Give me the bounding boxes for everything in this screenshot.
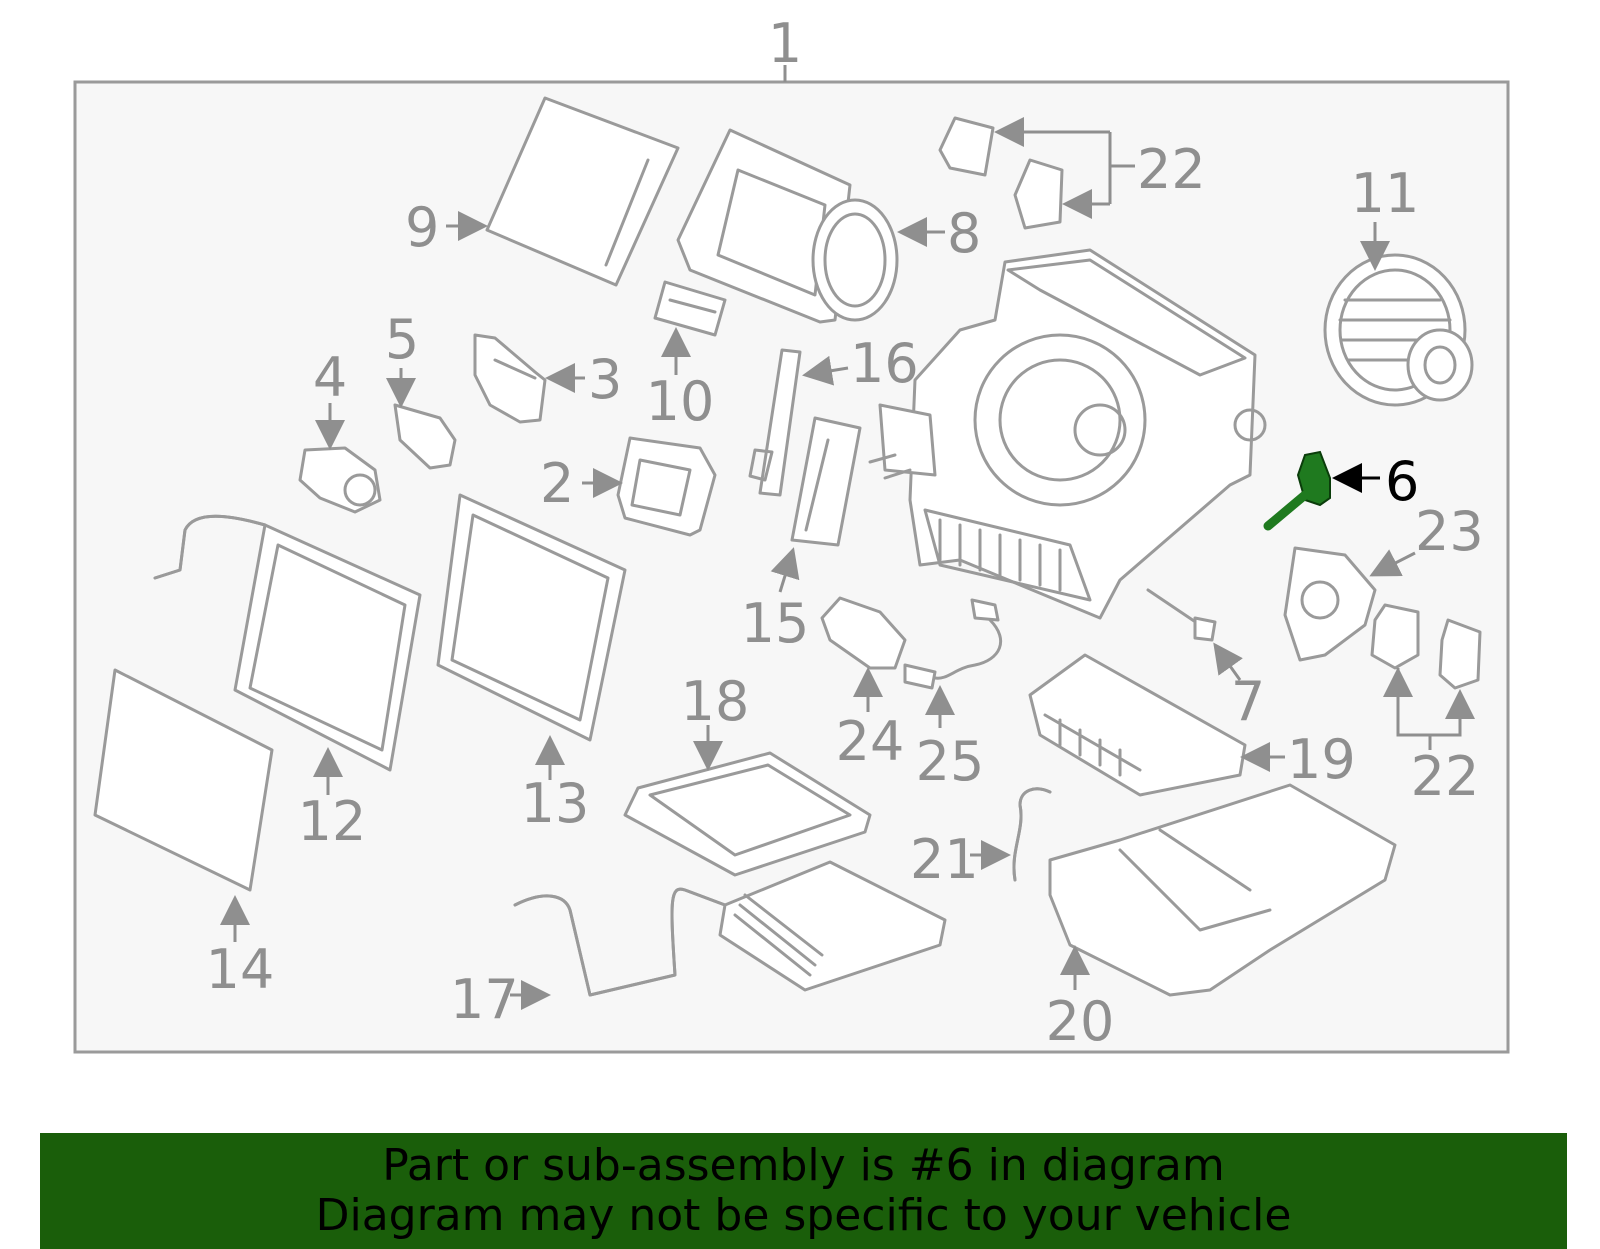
callout-22-bottom: 22 xyxy=(1411,745,1480,808)
callout-21: 21 xyxy=(910,828,979,891)
part-15-module xyxy=(790,416,862,547)
part-10-actuator xyxy=(653,280,727,337)
callout-13: 13 xyxy=(521,772,590,835)
callout-24: 24 xyxy=(836,710,905,773)
callout-16: 16 xyxy=(850,332,919,395)
callout-10: 10 xyxy=(646,370,715,433)
callout-2: 2 xyxy=(540,452,574,515)
part-7-temperature-sensor xyxy=(1146,588,1217,642)
part-5-gasket xyxy=(393,403,457,470)
callout-20: 20 xyxy=(1046,990,1115,1053)
banner-line-1: Part or sub-assembly is #6 in diagram xyxy=(382,1140,1225,1191)
callout-14: 14 xyxy=(206,938,275,1001)
part-12-evaporator xyxy=(153,514,422,772)
callout-3: 3 xyxy=(588,348,622,411)
callout-19: 19 xyxy=(1287,728,1356,791)
part-9-cabin-filter xyxy=(485,96,680,287)
banner-line-2: Diagram may not be specific to your vehi… xyxy=(315,1190,1292,1241)
callout-6: 6 xyxy=(1385,450,1419,513)
callout-17: 17 xyxy=(450,968,519,1031)
part-21-drain-hose xyxy=(1012,787,1052,882)
callout-8: 8 xyxy=(947,202,981,265)
callout-18: 18 xyxy=(681,670,750,733)
part-23-mode-actuator xyxy=(1283,546,1377,662)
part-4-expansion-valve xyxy=(298,446,382,514)
part-18-tray xyxy=(623,751,872,877)
callout-25: 25 xyxy=(916,730,985,793)
part-22-bottom-actuators xyxy=(1370,603,1482,690)
info-banner: Part or sub-assembly is #6 in diagram Di… xyxy=(40,1133,1567,1249)
part-11-blower-motor xyxy=(1323,253,1474,407)
callout-22-top: 22 xyxy=(1137,138,1206,201)
callout-7: 7 xyxy=(1231,670,1265,733)
callout-1: 1 xyxy=(768,12,802,75)
part-2-seal xyxy=(616,436,717,537)
part-22-top-actuators xyxy=(938,116,1064,230)
callout-9: 9 xyxy=(405,196,439,259)
part-20-lower-housing xyxy=(1048,783,1397,997)
part-13-heater-core xyxy=(436,493,627,742)
callout-4: 4 xyxy=(313,346,347,409)
callout-15: 15 xyxy=(741,592,810,655)
part-14-filter-panel xyxy=(93,668,274,892)
part-6-sensor-highlighted xyxy=(1263,450,1331,531)
callout-5: 5 xyxy=(385,308,419,371)
callout-12: 12 xyxy=(298,790,367,853)
part-8-filter-housing xyxy=(676,128,899,324)
part-16-duct xyxy=(748,348,802,497)
main-hvac-housing xyxy=(868,248,1267,620)
part-19-lower-case xyxy=(1028,653,1247,797)
callout-11: 11 xyxy=(1351,162,1420,225)
callout-23: 23 xyxy=(1415,500,1484,563)
part-3-bracket xyxy=(473,333,547,424)
part-17-heater-core-tubes xyxy=(513,860,947,997)
